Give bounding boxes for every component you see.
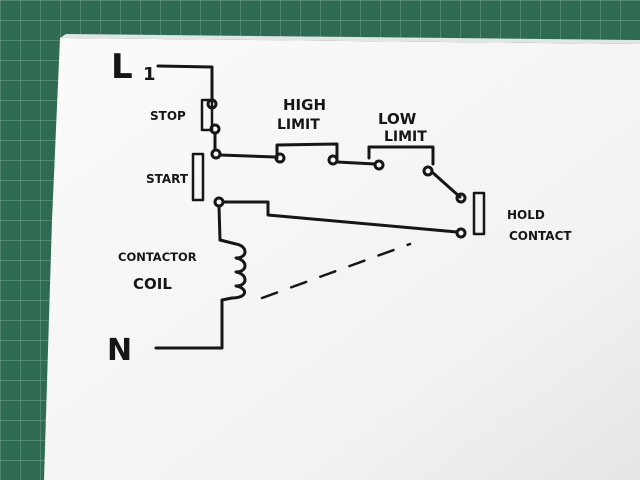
- hold-contact-label-line2: CONTACT: [509, 229, 572, 243]
- paper-edge: [60, 34, 640, 44]
- low-limit-label-line2: LIMIT: [384, 129, 427, 145]
- paper-sheet: [44, 38, 640, 480]
- ladder-diagram: [154, 64, 486, 350]
- start-label: START: [146, 172, 189, 186]
- mechanical-link-dashed: [260, 242, 412, 300]
- hold-contact-symbol: [455, 191, 486, 239]
- coil-feed-wire: [217, 204, 222, 242]
- stop-button-symbol: [200, 98, 221, 152]
- line-subscript: 1: [143, 64, 156, 85]
- high-limit-label-line1: HIGH: [283, 96, 326, 114]
- l1-wire: [156, 64, 214, 102]
- high-limit-label-line2: LIMIT: [277, 117, 320, 133]
- hold-branch-wire: [221, 200, 459, 234]
- low-limit-label-line1: LOW: [378, 110, 417, 128]
- line-label: L: [111, 47, 133, 87]
- hold-contact-label-line1: HOLD: [507, 208, 545, 222]
- stop-label: STOP: [150, 109, 186, 123]
- contactor-coil-label-line2: COIL: [133, 275, 172, 293]
- neutral-label: N: [107, 333, 132, 368]
- contactor-coil-label-line1: CONTACTOR: [118, 250, 197, 264]
- neutral-wire: [154, 298, 224, 350]
- contactor-coil-symbol: [218, 238, 247, 302]
- rung-wire: [218, 153, 278, 159]
- high-limit-switch: [274, 142, 339, 166]
- rung-wire: [430, 170, 462, 199]
- rung-wire: [335, 160, 377, 166]
